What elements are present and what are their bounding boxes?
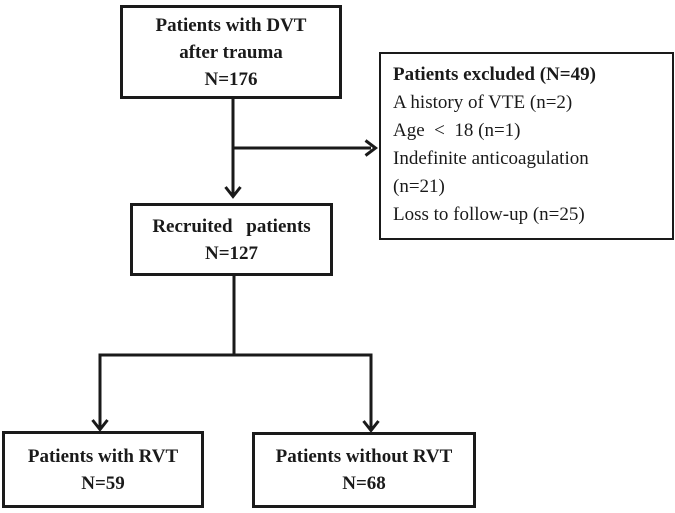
arrowhead-down-with-rvt xyxy=(91,419,109,432)
box-with-rvt-count: N=59 xyxy=(81,472,125,494)
box-patients-dvt-line1: Patients with DVT xyxy=(155,14,307,36)
box-without-rvt-count: N=68 xyxy=(342,473,386,494)
arrowhead-down-without-rvt xyxy=(362,420,380,433)
excluded-title: Patients excluded (N=49) xyxy=(393,64,596,85)
box-patients-with-rvt: Patients with RVT N=59 xyxy=(2,431,204,508)
arrowhead-down-recruited xyxy=(224,186,242,199)
box-recruited-patients: Recruited patients N=127 xyxy=(130,203,333,276)
excluded-reason-anticoagulation-count: (n=21) xyxy=(393,176,445,197)
box-without-rvt-line1: Patients without RVT xyxy=(275,446,453,467)
box-patients-dvt-line2: after trauma xyxy=(179,41,283,63)
box-patients-without-rvt: Patients without RVT N=68 xyxy=(252,432,476,508)
box-recruited-count: N=127 xyxy=(204,242,259,264)
excluded-reason-anticoagulation: Indefinite anticoagulation xyxy=(393,148,589,169)
excluded-reason-age: Age < 18 (n=1) xyxy=(393,120,521,141)
box-patients-excluded: Patients excluded (N=49) A history of VT… xyxy=(379,52,674,240)
excluded-reason-follow-up: Loss to follow-up (n=25) xyxy=(393,204,585,225)
box-recruited-line1: Recruited patients xyxy=(152,215,311,237)
excluded-reason-history-vte: A history of VTE (n=2) xyxy=(393,92,573,113)
box-patients-dvt-count: N=176 xyxy=(204,68,258,90)
arrowhead-right-excluded xyxy=(364,139,378,157)
box-with-rvt-line1: Patients with RVT xyxy=(27,445,179,467)
box-patients-dvt-after-trauma: Patients with DVT after trauma N=176 xyxy=(120,5,342,99)
